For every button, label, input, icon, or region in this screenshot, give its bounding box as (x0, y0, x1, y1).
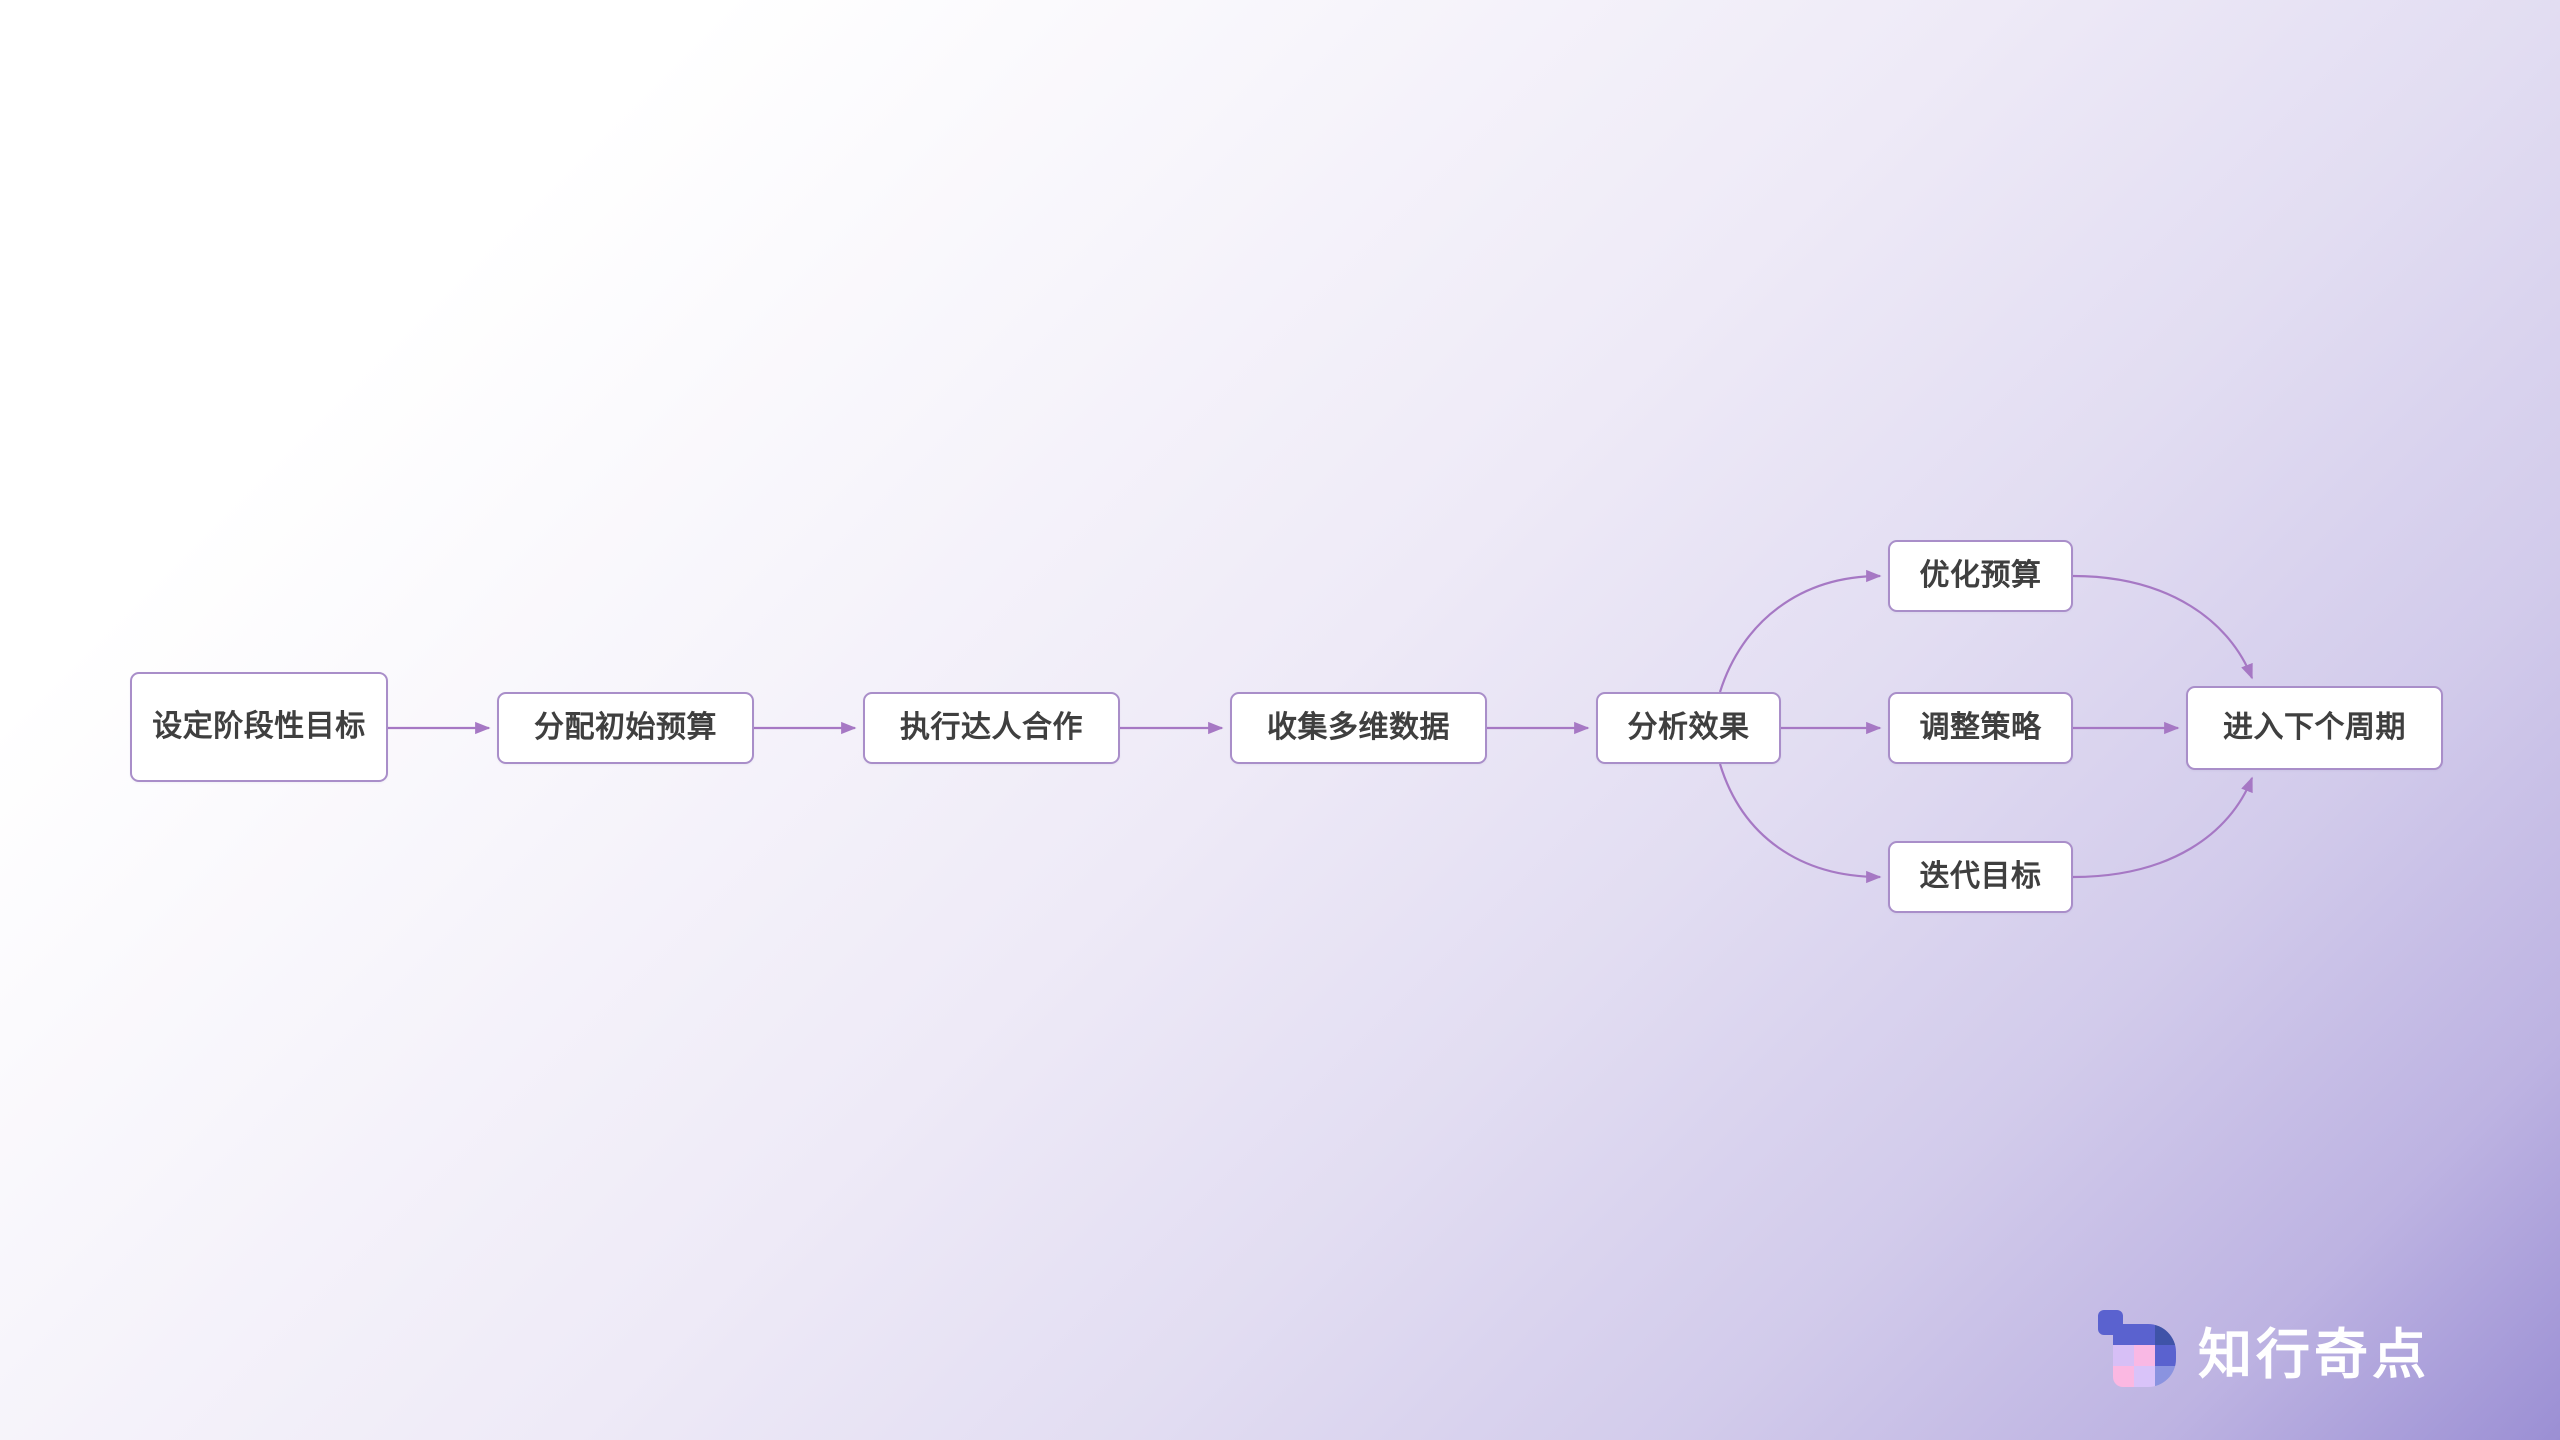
flow-node-label: 设定阶段性目标 (152, 710, 366, 744)
flow-node-iterate-goals[interactable]: 迭代目标 (1888, 841, 2073, 913)
flow-node-label: 收集多维数据 (1267, 711, 1450, 745)
flow-node-adjust-strategy[interactable]: 调整策略 (1888, 692, 2073, 764)
brand-name: 知行奇点 (2198, 1324, 2430, 1385)
flow-node-execute-creator-collab[interactable]: 执行达人合作 (863, 692, 1120, 764)
flow-node-collect-multidim-data[interactable]: 收集多维数据 (1230, 692, 1487, 764)
logo-tile (2155, 1345, 2176, 1366)
flow-node-label: 分析效果 (1627, 711, 1750, 745)
logo-tile (2155, 1324, 2176, 1345)
flow-node-set-staged-goals[interactable]: 设定阶段性目标 (130, 672, 388, 782)
edge-n6-n9 (2072, 574, 2254, 680)
flow-node-label: 进入下个周期 (2223, 711, 2406, 745)
flow-node-allocate-initial-budget[interactable]: 分配初始预算 (497, 692, 754, 764)
logo-tile (2113, 1324, 2134, 1345)
edge-n5-n8 (1718, 763, 1882, 884)
flow-node-label: 迭代目标 (1919, 860, 2042, 894)
flow-node-label: 分配初始预算 (534, 711, 717, 745)
flow-node-label: 优化预算 (1919, 559, 2042, 593)
edge-n8-n9 (2072, 776, 2254, 879)
brand-logo-icon (2098, 1308, 2176, 1390)
flow-node-enter-next-cycle[interactable]: 进入下个周期 (2186, 686, 2443, 770)
logo-tile (2134, 1366, 2155, 1387)
logo-tile (2134, 1345, 2155, 1366)
flow-node-analyze-results[interactable]: 分析效果 (1596, 692, 1781, 764)
flow-node-label: 执行达人合作 (900, 711, 1083, 745)
logo-tile (2113, 1345, 2134, 1366)
edge-n5-n6 (1718, 569, 1882, 693)
logo-tile (2134, 1324, 2155, 1345)
flow-node-label: 调整策略 (1919, 711, 2042, 745)
logo-tile-grid (2113, 1324, 2176, 1387)
logo-tile (2155, 1366, 2176, 1387)
flow-node-optimize-budget[interactable]: 优化预算 (1888, 540, 2073, 612)
logo-tile (2113, 1366, 2134, 1387)
brand-watermark: 知行奇点 (2098, 1308, 2430, 1390)
